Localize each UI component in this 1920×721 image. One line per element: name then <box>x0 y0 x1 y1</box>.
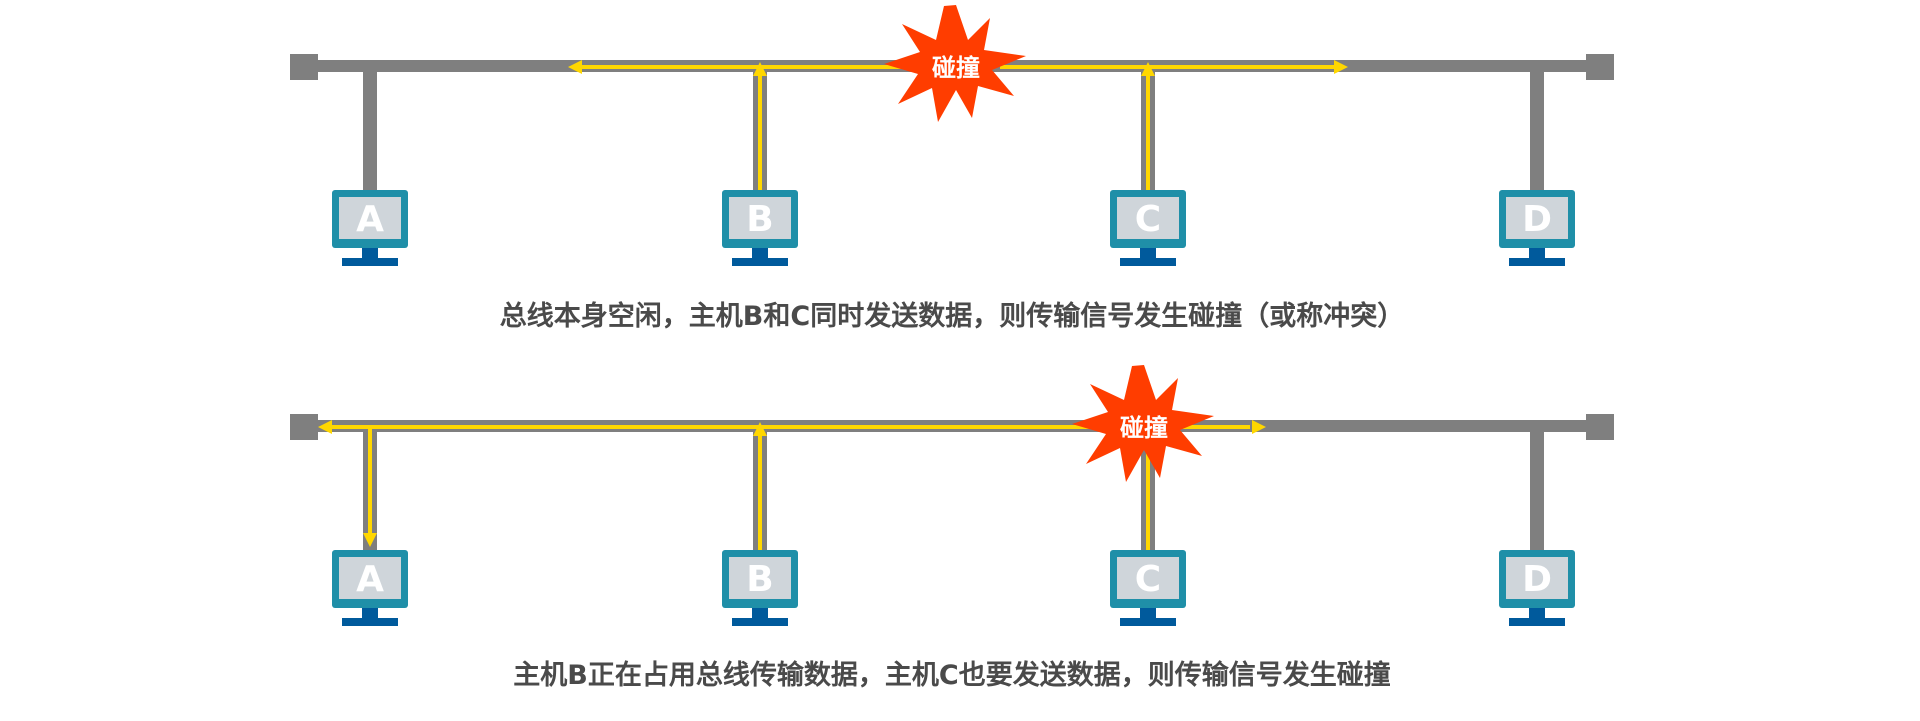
host-label: D <box>1522 199 1552 240</box>
host-a: A <box>332 190 408 266</box>
host-label: C <box>1135 199 1161 240</box>
signal-from-c <box>1000 65 1336 190</box>
host-b: B <box>722 190 798 266</box>
signal-arrow-c-up <box>1141 62 1155 76</box>
bus-terminator-right <box>1586 414 1614 440</box>
drop-line-a <box>363 70 377 192</box>
host-label: B <box>746 199 773 240</box>
bus-terminator-left <box>290 414 318 440</box>
host-label: D <box>1522 559 1552 600</box>
host-a: A <box>332 550 408 626</box>
collision-label: 碰撞 <box>1120 414 1168 442</box>
collision-burst: 碰撞 <box>884 5 1026 122</box>
scenario-1-caption: 总线本身空闲，主机B和C同时发送数据，则传输信号发生碰撞（或称冲突） <box>500 300 1404 332</box>
signal-arrow-c-right <box>1334 60 1348 74</box>
scenario-1: 碰撞 A B C D 总线本身空闲，主机B和C同时发送数据，则传输信号发生碰撞（… <box>290 5 1614 332</box>
host-c: C <box>1110 190 1186 266</box>
signal-arrow-b-up <box>753 422 767 436</box>
signal-arrow-to-a <box>363 533 377 547</box>
host-label: C <box>1135 559 1161 600</box>
collision-burst: 碰撞 <box>1072 365 1214 482</box>
bus-terminator-left <box>290 54 318 80</box>
host-c: C <box>1110 550 1186 626</box>
host-label: A <box>356 199 384 240</box>
signal-arrow-b-up <box>753 62 767 76</box>
host-label: B <box>746 559 773 600</box>
signal-arrow-b-left <box>318 420 332 434</box>
host-label: A <box>356 559 384 600</box>
host-d: D <box>1499 190 1575 266</box>
drop-line-d <box>1530 70 1544 192</box>
bus-terminator-right <box>1586 54 1614 80</box>
scenario-2-caption: 主机B正在占用总线传输数据，主机C也要发送数据，则传输信号发生碰撞 <box>513 659 1390 691</box>
drop-line-d <box>1530 430 1544 552</box>
signal-arrow-b-right <box>1252 420 1266 434</box>
collision-label: 碰撞 <box>932 54 980 82</box>
host-b: B <box>722 550 798 626</box>
signal-arrow-b-left <box>568 60 582 74</box>
scenario-2: 碰撞 A B C D 主机B正在占用总线传输数据，主机C也要发送数据，则传输信号… <box>290 365 1614 691</box>
host-d: D <box>1499 550 1575 626</box>
